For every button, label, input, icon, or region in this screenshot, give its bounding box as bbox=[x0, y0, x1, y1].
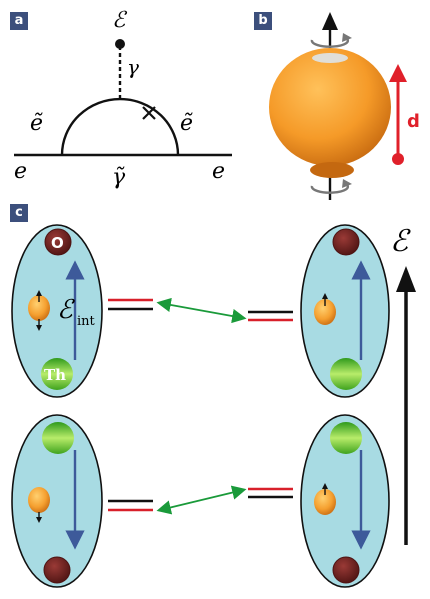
selectron-arc bbox=[60, 97, 180, 156]
dipole-label: d bbox=[407, 111, 420, 132]
electron-bottom-bulge bbox=[310, 162, 354, 178]
spin-arrow-head bbox=[322, 12, 338, 30]
oxygen-label-top-left: O bbox=[51, 234, 64, 252]
spin-rotation-icon bbox=[310, 37, 350, 194]
external-field-label: ℰ bbox=[390, 224, 411, 259]
arrow-up-icon bbox=[322, 293, 328, 299]
field-label-a: ℰ bbox=[112, 8, 128, 33]
feynman-diagram bbox=[14, 39, 232, 157]
spinning-electron bbox=[269, 12, 407, 200]
electron-sphere bbox=[269, 48, 391, 166]
external-field-arrow bbox=[396, 266, 416, 545]
photino-label: γ̃ bbox=[112, 165, 126, 190]
energy-levels-bottom bbox=[108, 485, 293, 515]
electron-left-label: e bbox=[14, 159, 27, 184]
energy-levels-top bbox=[108, 297, 293, 324]
mass-insertion-cross bbox=[142, 106, 156, 120]
internal-field-label: ℰ bbox=[57, 295, 75, 325]
molecule-bottom-right bbox=[300, 414, 390, 588]
field-vertex bbox=[115, 39, 125, 49]
electron-right-label: e bbox=[212, 159, 225, 184]
selectron-right-label: ẽ bbox=[180, 111, 193, 136]
molecule-top-right bbox=[300, 224, 390, 398]
molecule-bottom-left bbox=[11, 414, 103, 588]
internal-field-sub: int bbox=[77, 314, 96, 329]
thorium-label: Th bbox=[44, 366, 66, 384]
selectron-left-label: ẽ bbox=[30, 111, 43, 136]
arrow-down-icon bbox=[36, 517, 42, 523]
coupling-arrow-bottom bbox=[156, 485, 247, 515]
coupling-arrow-top bbox=[156, 297, 247, 324]
photon-label: γ bbox=[127, 55, 139, 79]
panel-a-tag: a bbox=[10, 12, 28, 30]
panel-b-tag: b bbox=[254, 12, 272, 30]
panel-c-tag: c bbox=[10, 204, 28, 222]
molecule-top-left bbox=[11, 224, 103, 398]
